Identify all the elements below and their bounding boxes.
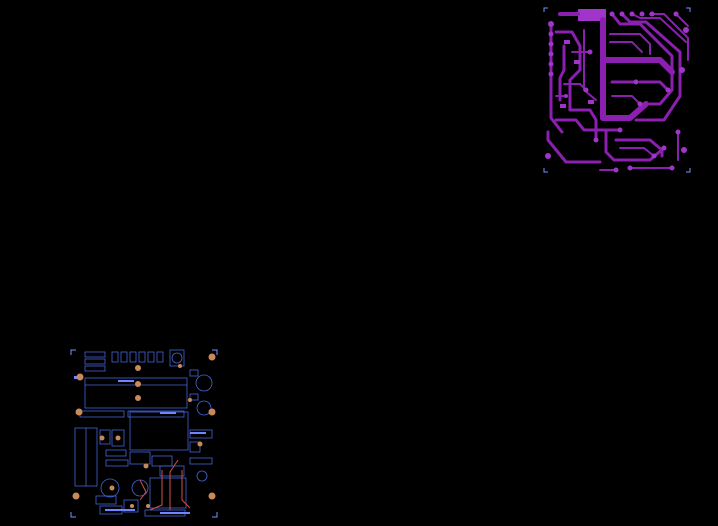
assembly-pads — [72, 353, 216, 508]
copper-board-corner-marks — [543, 7, 691, 173]
copper-pads — [545, 11, 689, 173]
assembly-board-corner-marks — [70, 349, 218, 518]
copper-layer-board[interactable] — [543, 7, 691, 173]
assembly-red-traces — [139, 459, 191, 511]
assembly-layer-board[interactable] — [70, 349, 218, 518]
